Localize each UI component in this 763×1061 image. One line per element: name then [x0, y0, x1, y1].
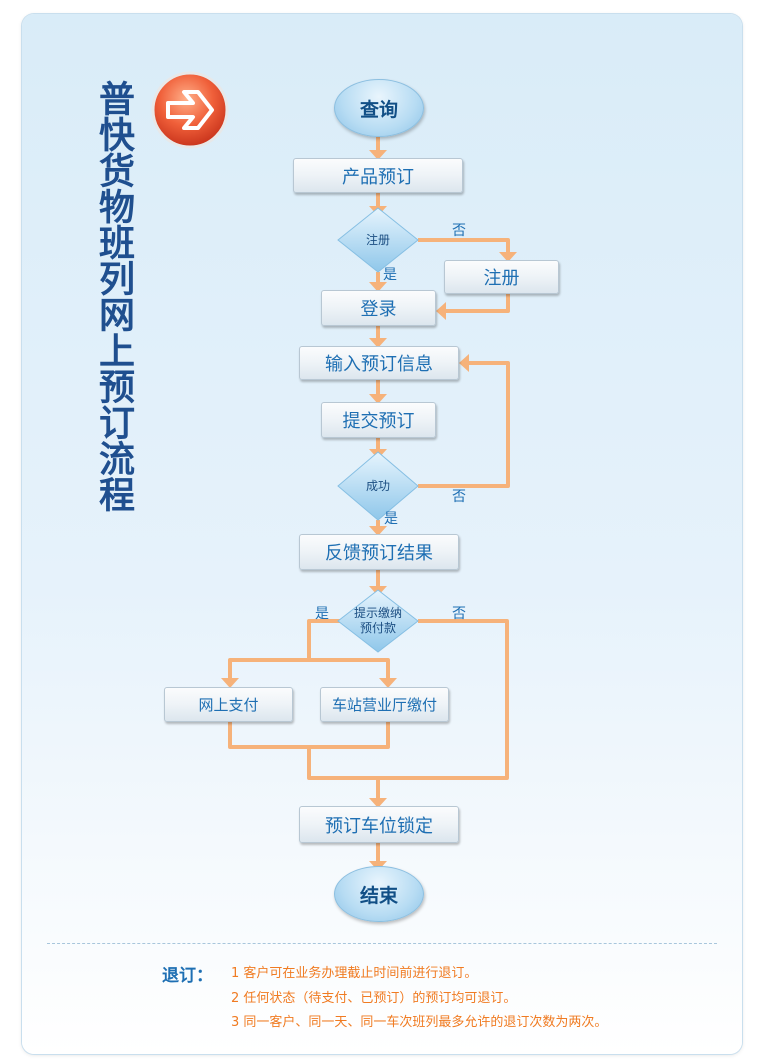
submit-booking-box: 提交预订: [321, 402, 436, 438]
decision-prepay-shape: [337, 589, 419, 653]
refund-title: 退订：: [162, 966, 213, 986]
arrowhead: [369, 526, 387, 536]
arrowhead: [369, 150, 387, 160]
login-box: 登录: [321, 290, 436, 326]
success-check-label: 成功: [365, 478, 390, 493]
decision-register-shape: [337, 207, 419, 273]
connector-success-loop: [418, 361, 510, 488]
refund-rule-1: 1 客户可在业务办理截止时间前进行退订。: [231, 966, 478, 981]
decision-success-shape: [337, 451, 419, 521]
label-no-prepay: 否: [452, 606, 466, 622]
connector-pay-merge: [228, 722, 390, 749]
register-box: 注册: [444, 260, 559, 294]
connector-check-register: [418, 238, 510, 254]
feedback-result-box: 反馈预订结果: [299, 534, 459, 570]
station-pay-box: 车站营业厅缴付: [320, 687, 449, 722]
connector-merge-down: [307, 747, 378, 780]
lock-seat-box: 预订车位锁定: [299, 806, 459, 843]
prepay-check-line-1: 提示缴纳: [353, 606, 402, 620]
online-pay-box: 网上支付: [164, 687, 293, 722]
refund-rule-3: 3 同一客户、同一天、同一车次班列最多允许的退订次数为两次。: [231, 1015, 608, 1030]
arrow-logo-icon: [151, 71, 229, 149]
arrowhead: [436, 302, 446, 320]
arrowhead: [369, 338, 387, 348]
arrowhead: [499, 252, 517, 262]
connector-branch-split: [228, 658, 390, 682]
connector-prepay-yes: [307, 619, 340, 660]
arrowhead: [369, 282, 387, 292]
prepay-check-label: 提示缴纳 预付款: [343, 605, 413, 637]
page-title: 普快货物班列网上预订流程: [93, 80, 134, 512]
arrowhead: [369, 798, 387, 808]
input-booking-info-box: 输入预订信息: [299, 346, 459, 380]
label-yes-register: 是: [383, 267, 397, 283]
label-yes-prepay: 是: [315, 606, 329, 622]
arrowhead: [459, 354, 469, 372]
refund-rule-2: 2 任何状态（待支付、已预订）的预订均可退订。: [231, 991, 517, 1006]
label-yes-success: 是: [384, 511, 398, 527]
product-booking-box: 产品预订: [293, 158, 463, 193]
arrowhead: [221, 678, 239, 688]
section-divider: [47, 943, 717, 944]
start-node: 查询: [334, 79, 424, 137]
arrowhead: [369, 394, 387, 404]
label-no-register: 否: [452, 223, 466, 239]
connector-register-login: [443, 294, 510, 313]
register-check-label: 注册: [365, 232, 390, 247]
prepay-check-line-2: 预付款: [359, 621, 396, 635]
arrowhead: [379, 678, 397, 688]
connector-prepay-no: [378, 619, 509, 780]
label-no-success: 否: [452, 489, 466, 505]
end-node: 结束: [334, 866, 424, 922]
